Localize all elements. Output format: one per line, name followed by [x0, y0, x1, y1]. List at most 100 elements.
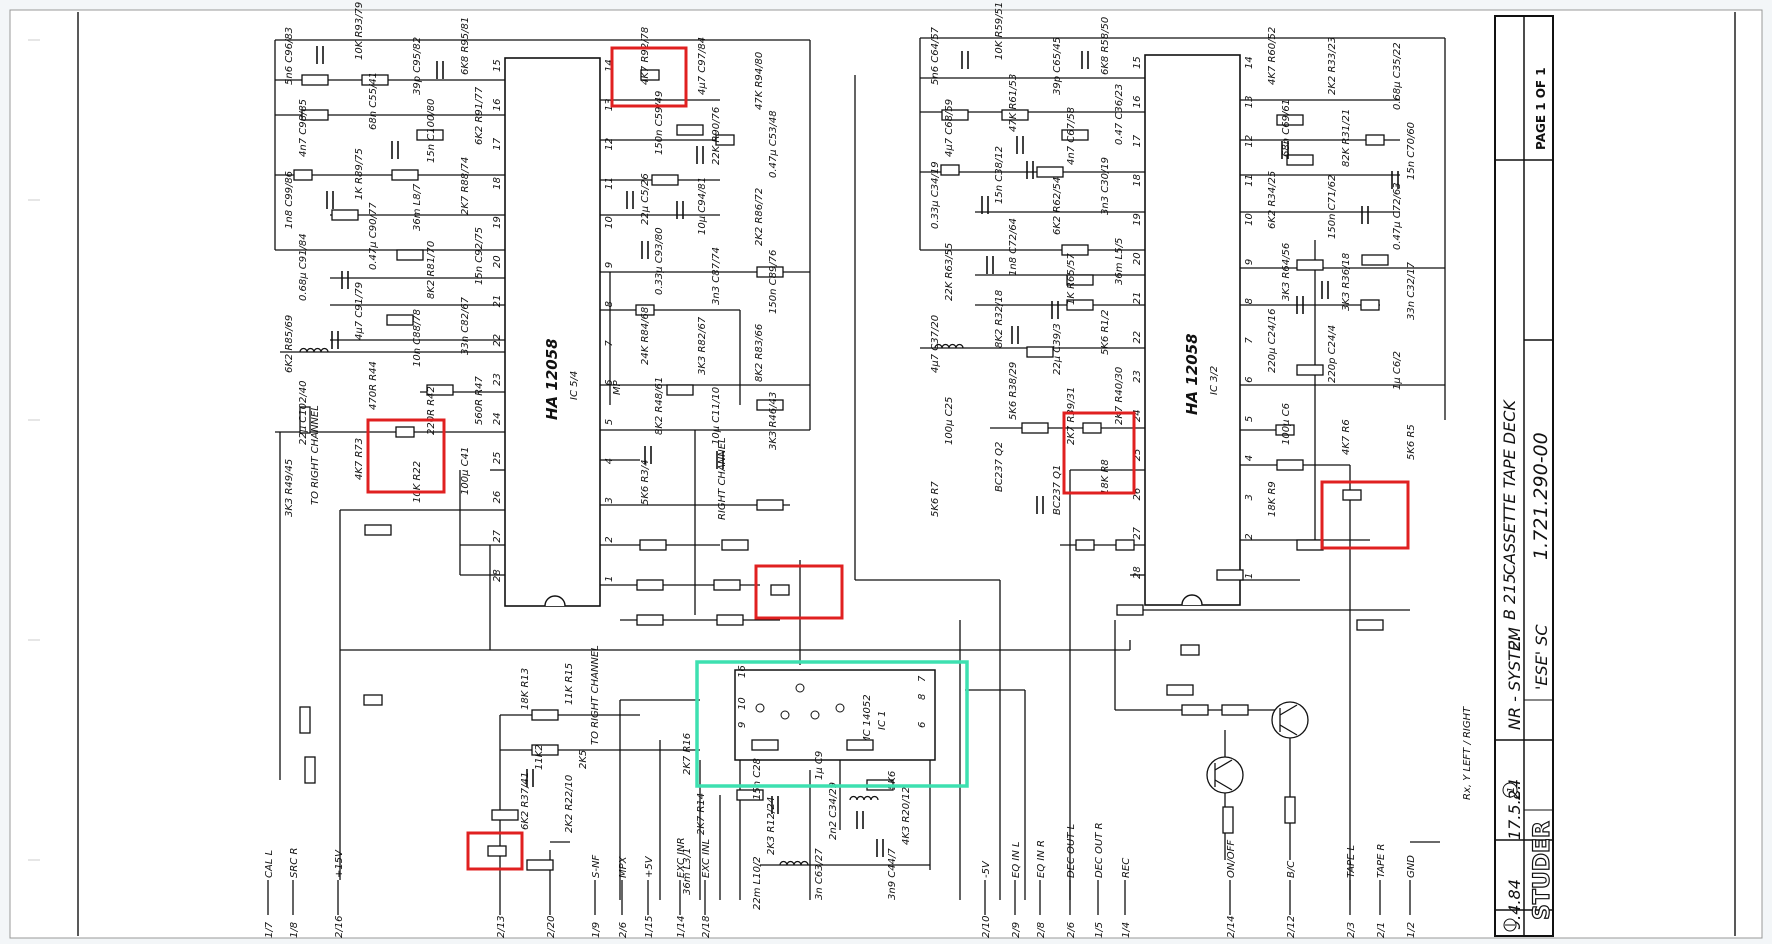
ic-pin-label: 19 [1132, 213, 1143, 226]
component-label: 6K2 R91/77 [474, 86, 485, 145]
ic-pin-label: 15 [492, 59, 503, 72]
component-label: 33n C82/67 [460, 296, 471, 355]
component-label: 3K3 R36/18 [1341, 253, 1352, 311]
highlight-c6-2 [1320, 480, 1410, 550]
bottom-signal-pin: 2/18 [701, 916, 712, 938]
capacitor-symbol [716, 451, 724, 469]
ic-pin-label: 8 [604, 301, 615, 307]
resistor-symbol [666, 384, 694, 396]
component-label: 18K R9 [1267, 481, 1278, 517]
resistor-symbol [941, 109, 969, 121]
component-label: 3K3 R64/56 [1281, 243, 1292, 301]
capacitor-symbol [1296, 296, 1304, 314]
bottom-signal-name: -5V [981, 860, 992, 878]
component-label: 11K R15 [564, 663, 575, 705]
component-label: 3n3 C87/74 [711, 247, 722, 305]
component-label: 15n C100/80 [426, 99, 437, 163]
component-label: 47K R94/80 [754, 52, 765, 110]
bottom-signal-pin: 1/14 [676, 916, 687, 938]
component-label: 22μ C5/26 [640, 173, 651, 225]
bottom-signal-pin: 2/9 [1011, 922, 1022, 938]
component-label: 1n8 C72/64 [1008, 218, 1019, 276]
ic-pin-label: 15 [1132, 56, 1143, 69]
resistor-symbol [1061, 244, 1089, 256]
ic-pin-label: 18 [1132, 174, 1143, 187]
capacitor-symbol [641, 241, 649, 259]
ic-pin-label: 17 [492, 137, 503, 150]
ic-pin-label: 1 [1244, 573, 1255, 579]
component-label: 100μ C6 [1281, 403, 1292, 445]
ic-pin-label: 25 [492, 452, 503, 465]
capacitor-symbol [1361, 206, 1369, 224]
component-label: 22K R90/76 [711, 107, 722, 165]
component-label: 2K2 R33/23 [1327, 37, 1338, 95]
highlight-c9 [466, 831, 524, 871]
rev-mark-circle [1502, 782, 1518, 798]
resistor-symbol [756, 499, 784, 511]
resistor-symbol [751, 739, 779, 751]
capacitor-symbol [526, 769, 534, 787]
electrolytic-capacitor-symbol [1275, 424, 1295, 436]
title-revision: 2. [1505, 785, 1524, 800]
component-label: 10μ C11/10 [711, 387, 722, 445]
ic-pin-label: 9 [1244, 259, 1255, 265]
component-label: 4n7 C98/85 [298, 99, 309, 157]
component-label: 3K3 R82/67 [697, 316, 708, 375]
inductor-symbol [779, 860, 809, 866]
ic-pin-label: 5 [604, 419, 615, 425]
component-label: 15n C92/75 [474, 227, 485, 285]
component-label: 150n C71/62 [1327, 175, 1338, 239]
resistor-symbol [721, 539, 749, 551]
electrolytic-capacitor-symbol [1365, 134, 1385, 146]
ic-pin-label: 28 [1132, 566, 1143, 579]
ic-pin-label: 1 [604, 576, 615, 582]
ic1-pin-label: 8 [917, 694, 928, 700]
component-label: 4K7 R92/78 [640, 27, 651, 85]
electrolytic-capacitor-symbol [715, 134, 735, 146]
component-label: 2K7 R14 [696, 793, 707, 835]
component-label: 10K R59/51 [994, 2, 1005, 60]
bottom-signal-pin: 1/9 [591, 922, 602, 938]
resistor-symbol [651, 174, 679, 186]
component-label: 2K7 R40/30 [1114, 367, 1125, 425]
resistor-symbol [1036, 166, 1064, 178]
component-label: 0.68μ C91/84 [298, 233, 309, 301]
component-label: 1μ C6/2 [1392, 351, 1403, 390]
ic-pin-label: 13 [1244, 95, 1255, 108]
component-label: 6K2 R85/69 [284, 315, 295, 373]
ic-pin-label: 16 [1132, 95, 1143, 108]
capacitor-symbol [696, 146, 704, 164]
ic-pin-label: 24 [492, 412, 503, 425]
ic-pin-label: 26 [1132, 488, 1143, 501]
component-label: 22K R63/55 [944, 243, 955, 301]
bottom-signal-name: EXC INL [701, 839, 712, 878]
electrolytic-capacitor-symbol [487, 845, 507, 857]
component-label: 15n C38/12 [994, 146, 1005, 204]
component-label: 10K R93/79 [354, 2, 365, 60]
title-revision-2: 2. [1505, 635, 1524, 650]
bottom-signal-name: DEC OUT R [1094, 822, 1105, 878]
component-label: 11K2 [534, 744, 545, 770]
ic-pin-label: 23 [1132, 370, 1143, 383]
component-label: 0.68μ C35/22 [1392, 42, 1403, 110]
component-label: 18K R8 [1100, 459, 1111, 495]
ic-pin-label: 12 [604, 138, 615, 151]
capacitor-symbol [1036, 496, 1044, 514]
ic-right-pins: 1516171819202122232425262728141312111098… [1132, 56, 1255, 579]
ic-pin-label: 2 [604, 536, 615, 542]
ic-pin-label: 10 [1244, 213, 1255, 226]
resistor-symbol [636, 579, 664, 591]
capacitor-symbol [1051, 301, 1059, 319]
component-label: 39p C95/82 [412, 37, 423, 95]
capacitor-symbol [644, 446, 652, 464]
ic-pin-label: 14 [604, 59, 615, 72]
bottom-signal-pin: 2/13 [496, 916, 507, 938]
component-label: 8K2 R48/61 [654, 377, 665, 435]
component-label: 100μ C41 [460, 447, 471, 495]
ic-left-part: HA 12058 [543, 338, 561, 420]
resistor-symbol [299, 406, 311, 434]
component-label: 0.47μ C90/77 [368, 202, 379, 270]
title-rev-mark: 1 [1506, 787, 1517, 793]
bottom-signal-name: EQ IN R [1036, 840, 1047, 878]
